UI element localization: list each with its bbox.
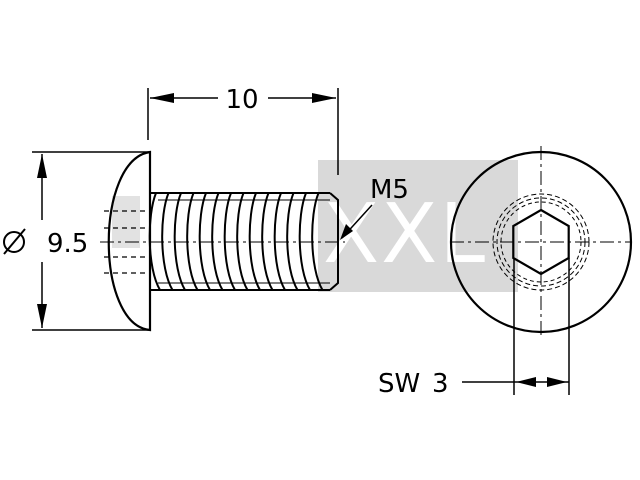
thread-line	[148, 192, 161, 291]
button-head	[107, 150, 152, 332]
diameter-arrow-bottom	[37, 304, 47, 328]
watermark-block	[318, 160, 518, 292]
screw-end-view	[449, 146, 633, 338]
sw-arrow-left	[516, 377, 536, 387]
diameter-icon	[3, 228, 26, 255]
thread-line	[273, 192, 286, 291]
wrench-size-dimension	[462, 258, 570, 395]
diameter-label: 9.5	[47, 229, 88, 259]
thread-leader	[340, 204, 373, 240]
wrench-size-label: SW	[378, 369, 420, 399]
thread-line	[298, 192, 311, 291]
diameter-arrow-top	[37, 154, 47, 178]
screw-side-view	[100, 150, 345, 332]
length-arrow-left	[150, 93, 174, 103]
thread-line	[198, 192, 211, 291]
thread-line	[173, 192, 186, 291]
wrench-size-value: 3	[432, 369, 449, 399]
diameter-dimension	[32, 151, 150, 331]
thread-line	[223, 192, 236, 291]
watermark-text: XXL	[323, 187, 487, 282]
length-arrow-right	[312, 93, 336, 103]
thread-lines	[148, 192, 324, 291]
thread-label: M5	[370, 175, 409, 205]
thread-line	[248, 192, 261, 291]
socket-hidden-lines	[104, 210, 150, 274]
watermark: XXL	[112, 160, 518, 292]
thread-leader-arrow	[340, 224, 353, 240]
length-dimension	[147, 88, 339, 175]
sw-arrow-right	[547, 377, 567, 387]
length-label: 10	[225, 85, 258, 115]
watermark-block-left	[112, 196, 140, 248]
